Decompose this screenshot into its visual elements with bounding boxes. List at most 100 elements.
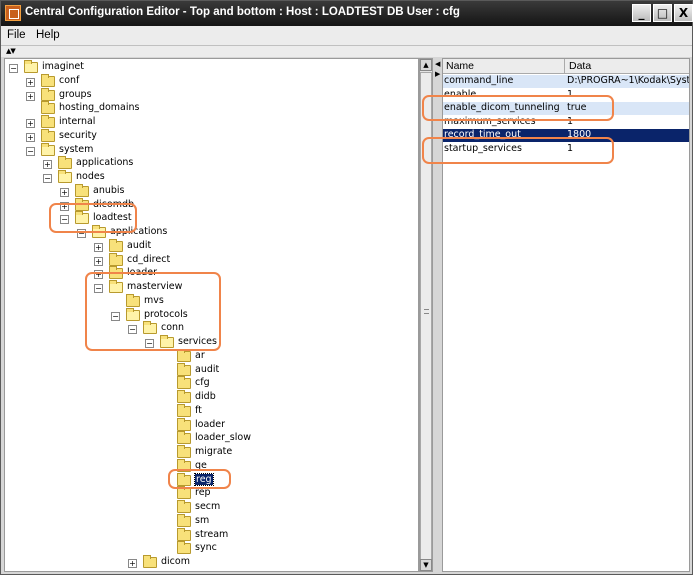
expand-toggle-icon[interactable]: + [26,77,35,87]
folder-icon [24,60,38,73]
expand-toggle-icon[interactable]: + [26,119,35,128]
split-arrows-icon[interactable]: ▲▼ [6,47,16,55]
tree-node-label: dicomdb [93,198,135,210]
tree-node-label: anubis [93,184,125,196]
expand-toggle-icon[interactable]: + [94,256,103,266]
cell-data: 1 [567,143,574,154]
tree-node-label: didb [195,391,216,402]
scroll-up-icon[interactable]: ▲ [420,59,432,71]
tree-node-label: nodes [76,171,105,182]
expand-toggle-icon[interactable]: + [60,201,69,211]
tree-node-label: audit [127,239,152,251]
cell-name: enable [444,88,477,100]
folder-icon [41,128,55,142]
expand-toggle-icon[interactable]: − [77,229,86,238]
folder-icon [75,197,89,211]
tree-node-label: applications [76,157,134,169]
folder-icon [41,115,55,128]
tree-node-label: reg [194,472,214,486]
menu-help[interactable]: Help [36,29,60,41]
expand-toggle-icon[interactable]: − [145,339,154,348]
expand-toggle-icon[interactable]: − [26,146,35,156]
scroll-down-icon[interactable]: ▼ [420,559,432,571]
title-bar[interactable]: Central Configuration Editor - Top and b… [1,1,693,26]
folder-icon [126,293,140,307]
expand-toggle-icon[interactable]: − [94,284,103,293]
table-row[interactable]: enable 1 [443,88,689,102]
tree-scrollbar[interactable]: ▲ ▼ [419,58,433,572]
folder-icon [177,486,191,500]
folder-icon [75,211,89,225]
collapse-right-icon[interactable]: ▶ [435,70,441,78]
pane-divider[interactable]: ◀ ▶ [434,58,442,572]
column-header-name[interactable]: Name [446,60,475,72]
tree-node-label: secm [195,501,221,512]
folder-icon [177,348,191,362]
tree-node-label: internal [59,116,96,127]
app-icon [5,5,21,21]
tree-node-label: migrate [195,446,233,457]
folder-icon [109,238,123,252]
cell-name: command_line [444,75,514,86]
tree-node-label: ft [195,404,202,416]
tree-node-label: conf [59,74,80,86]
expand-toggle-icon[interactable]: − [60,215,69,225]
expand-toggle-icon[interactable]: + [94,242,103,252]
folder-icon [143,321,157,335]
folder-icon [177,376,191,390]
table-header: Name Data [443,59,689,74]
expand-toggle-icon[interactable]: − [43,174,52,183]
cell-data: 1 [567,88,574,100]
tree-node-label: loader_slow [195,432,251,444]
tree-node-label: groups [59,88,92,100]
expand-toggle-icon[interactable]: + [26,132,35,142]
folder-icon [109,252,123,266]
folder-icon [177,458,191,472]
expand-toggle-icon[interactable]: − [128,325,137,335]
expand-toggle-icon[interactable]: + [94,270,103,280]
expand-toggle-icon[interactable]: + [26,91,35,101]
tree-node-label: imaginet [42,61,84,72]
collapse-left-icon[interactable]: ◀ [435,60,441,68]
cell-name: maximum_services [444,115,536,127]
folder-icon [177,417,191,431]
cell-data: true [567,102,587,114]
tree-node-label: services [178,336,217,347]
tree-node-label: sync [195,542,217,554]
tree-node-label: loader [127,267,158,279]
tree-node-label: applications [110,226,168,237]
tree-node-label: loadtest [93,212,132,224]
tree-node-label: mvs [144,294,164,306]
expand-toggle-icon[interactable]: + [60,187,69,197]
folder-icon [41,142,55,156]
menu-file[interactable]: File [7,29,26,41]
folder-icon [58,156,72,170]
minimize-button[interactable]: _ [632,4,651,22]
tree-node-label: protocols [144,308,188,320]
tree-node-label: sm [195,514,210,526]
folder-icon [58,170,72,183]
expand-toggle-icon[interactable]: − [111,311,120,321]
tree-node-label: dicom [161,556,190,567]
tree-node-label: cd_direct [127,253,171,265]
close-button[interactable]: X [674,4,693,22]
folder-icon [177,403,191,417]
expand-toggle-icon[interactable]: + [128,559,137,568]
tree-node-label: ar [195,349,205,361]
maximize-button[interactable]: □ [653,4,672,22]
expand-toggle-icon[interactable]: + [43,160,52,170]
folder-icon [41,87,55,101]
folder-icon [126,307,140,321]
folder-icon [177,431,191,445]
expand-toggle-icon[interactable]: − [9,64,18,73]
scroll-thumb[interactable] [420,72,432,560]
column-header-data[interactable]: Data [569,60,592,72]
tree-node-label: qe [195,459,207,471]
folder-icon [177,390,191,403]
